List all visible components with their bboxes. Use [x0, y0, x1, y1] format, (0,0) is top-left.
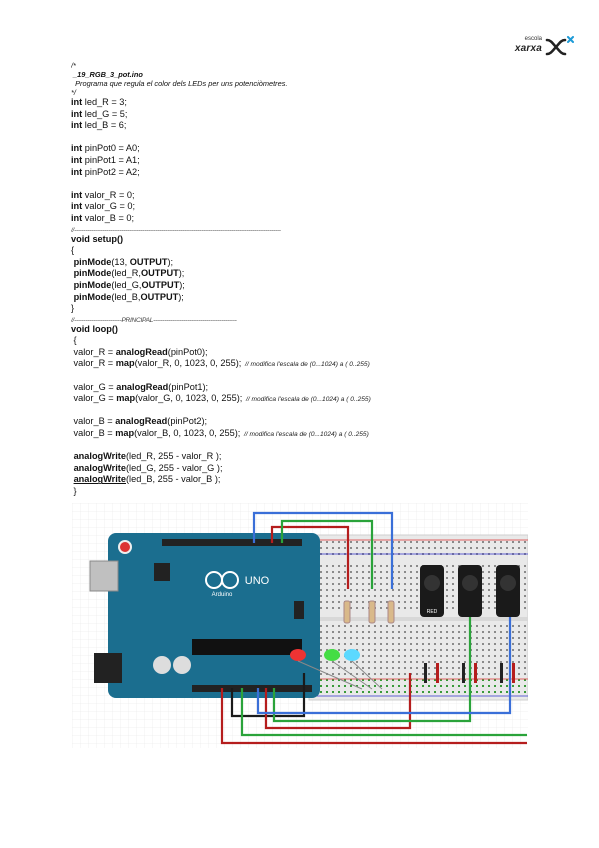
- code-line: int pinPot2 = A2;: [71, 166, 140, 177]
- code-line: pinMode(led_G,OUTPUT);: [73, 279, 185, 290]
- code-line: }: [71, 486, 77, 496]
- code-line: {: [71, 245, 75, 256]
- potentiometers: RED: [420, 565, 520, 683]
- code-line: int pinPot1 = A1;: [71, 154, 140, 165]
- code-comment: _19_RGB_3_pot.ino: [71, 70, 143, 79]
- code-line: pinMode(13, OUTPUT);: [73, 256, 174, 267]
- board-model-label: UNO: [245, 575, 270, 587]
- code-line: }: [71, 303, 75, 314]
- logo-bottom-text: xarxa: [514, 43, 542, 54]
- code-line: int pinPot0 = A0;: [71, 143, 140, 154]
- pot-label: RED: [427, 609, 438, 615]
- code-line: analogWrite(led_B, 255 - valor_B );: [73, 474, 221, 485]
- code-line: void loop(): [71, 323, 118, 334]
- code-line: pinMode(led_R,OUTPUT);: [73, 268, 185, 279]
- board-brand-label: Arduino: [212, 592, 233, 598]
- code-line: int valor_B = 0;: [71, 212, 135, 223]
- code-line: int led_G = 5;: [71, 108, 128, 119]
- code-line: valor_G = map(valor_G, 0, 1023, 0, 255);…: [71, 393, 371, 404]
- arduino-board: UNO Arduino: [89, 533, 320, 698]
- escola-xarxa-logo: escola xarxa: [505, 36, 575, 58]
- x-cross-icon: [545, 36, 574, 56]
- code-line: valor_B = analogRead(pinPot2);: [71, 416, 208, 427]
- code-comment: /*: [71, 61, 76, 70]
- code-line: valor_R = analogRead(pinPot0);: [71, 346, 208, 357]
- code-line: pinMode(led_B,OUTPUT);: [73, 291, 184, 302]
- code-line: valor_G = analogRead(pinPot1);: [71, 381, 209, 392]
- logo-top-text: escola: [524, 36, 542, 42]
- code-listing: /* _19_RGB_3_pot.ino Programa que regula…: [71, 61, 511, 498]
- code-line: int led_R = 3;: [71, 97, 127, 107]
- breadboard: [308, 534, 528, 701]
- resistors: [343, 600, 395, 624]
- rgb-leds: [290, 649, 383, 690]
- code-line: analogWrite(led_G, 255 - valor_G );: [73, 462, 223, 473]
- code-line: {: [71, 335, 77, 346]
- code-line: analogWrite(led_R, 255 - valor_R );: [73, 451, 222, 462]
- code-line: valor_R = map(valor_R, 0, 1023, 0, 255);…: [71, 358, 370, 369]
- code-line: int valor_G = 0;: [71, 201, 136, 212]
- code-comment: */: [71, 88, 76, 97]
- code-line: int valor_R = 0;: [71, 189, 135, 200]
- circuit-diagram: UNO Arduino RED: [72, 503, 528, 748]
- code-comment: Programa que regula el color dels LEDs p…: [71, 79, 288, 88]
- code-separator: //--------------------------------------…: [71, 226, 281, 234]
- wires: [220, 511, 527, 745]
- code-line: void setup(): [71, 233, 124, 244]
- code-line: int led_B = 6;: [71, 120, 127, 131]
- code-line: valor_B = map(valor_B, 0, 1023, 0, 255);…: [71, 428, 369, 439]
- code-separator: //-------------------------PRINCIPAL----…: [71, 316, 237, 324]
